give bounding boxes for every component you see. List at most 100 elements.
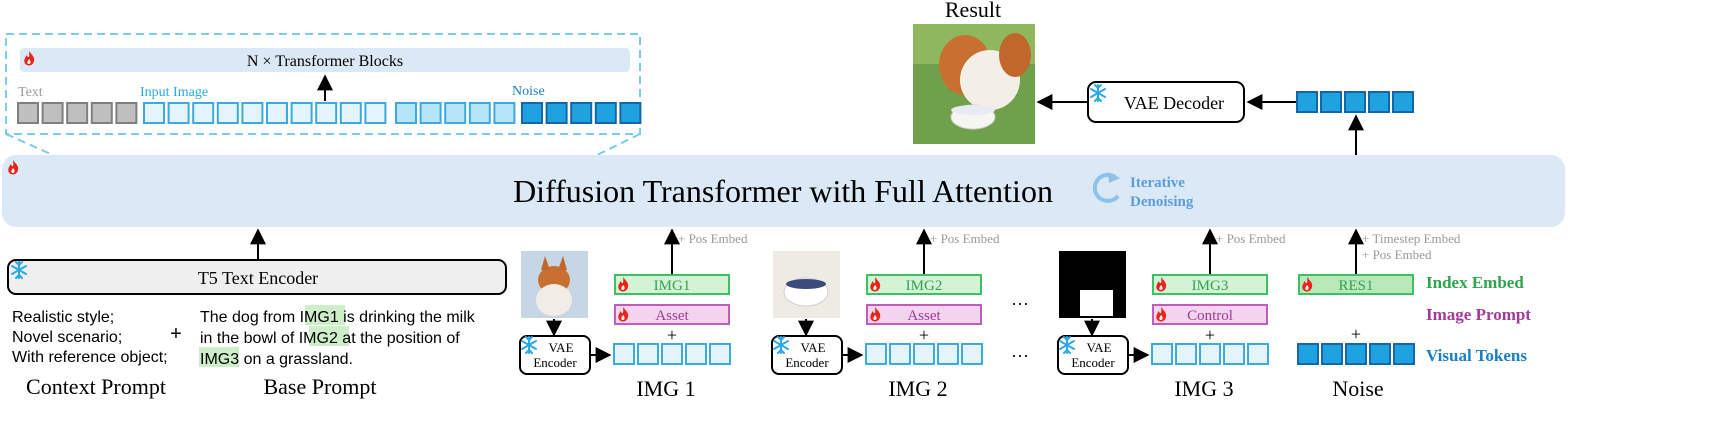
image-prompt-label: Asset (655, 308, 689, 324)
index-embed-label: IMG3 (1192, 278, 1229, 294)
output-token (1320, 91, 1342, 113)
inset-token (493, 102, 516, 124)
noise-tokens-label: Noise (512, 84, 545, 99)
inset-token (395, 102, 417, 124)
pos-embed-label: + Pos Embed (1216, 231, 1286, 246)
vae-encoder-label-line2: Encoder (785, 355, 829, 370)
visual-token (889, 343, 911, 365)
visual-token (1151, 343, 1173, 365)
vae-decoder-label: VAE Decoder (1124, 93, 1224, 113)
image-prompt-box (614, 304, 730, 325)
noise-index-embed-label: RES1 (1338, 278, 1373, 294)
visual-token (913, 343, 935, 365)
vae-encoder-label-line2: Encoder (533, 355, 577, 370)
image-prompt-box (1152, 304, 1268, 325)
vae-encoder-label-line1: VAE (548, 340, 573, 355)
visual-token (865, 343, 887, 365)
visual-token (685, 343, 707, 365)
img1-thumbnail (521, 251, 588, 318)
iterative-denoising-line1: Iterative (1130, 175, 1185, 191)
inset-token (66, 102, 89, 124)
visual-token (1223, 343, 1245, 365)
index-embed-label: IMG2 (906, 278, 943, 294)
visual-token (937, 343, 959, 365)
inset-token (41, 102, 64, 124)
transformer-blocks-title: N × Transformer Blocks (247, 53, 403, 70)
visual-token (961, 343, 983, 365)
output-token (1392, 91, 1414, 113)
inset-token (468, 102, 491, 124)
plus-sign: + (1205, 325, 1215, 345)
inset-token (364, 102, 387, 124)
iterative-arrow-icon (1092, 172, 1120, 203)
inset-token (521, 102, 543, 124)
t5-text-encoder-label: T5 Text Encoder (198, 268, 318, 288)
inset-token (192, 102, 215, 124)
inset-token (419, 102, 442, 124)
output-token (1296, 91, 1318, 113)
pos-embed-label: + Pos Embed (678, 231, 748, 246)
index-embed-box (1152, 274, 1268, 295)
input-image-tokens-label: Input Image (140, 85, 208, 100)
legend-visual-tokens: Visual Tokens (1426, 346, 1527, 365)
prompt-plus-sign: + (170, 323, 182, 345)
pos-embed-label: + Pos Embed (930, 231, 1000, 246)
vae-encoder-label-line2: Encoder (1071, 355, 1115, 370)
image-group-caption: IMG 1 (636, 376, 695, 401)
t5-text-encoder-box (7, 259, 507, 295)
legend-image-prompt: Image Prompt (1426, 305, 1531, 324)
visual-token (661, 343, 683, 365)
result-title: Result (945, 0, 1001, 22)
noise-token (1369, 343, 1391, 365)
inset-token (290, 102, 313, 124)
vae-encoder-label-line1: VAE (1086, 340, 1111, 355)
inset-token (167, 102, 190, 124)
context-prompt-line-3: With reference object; (12, 349, 168, 366)
result-image (913, 24, 1035, 144)
inset-token (594, 102, 617, 124)
text-tokens-label: Text (18, 85, 43, 100)
image-prompt-box (866, 304, 982, 325)
inset-token (315, 102, 338, 124)
noise-token (1393, 343, 1415, 365)
inset-token (216, 102, 239, 124)
vae-encoder-label-line1: VAE (800, 340, 825, 355)
plus-sign: + (667, 325, 677, 345)
highlight-img1 (305, 305, 345, 325)
visual-token (1247, 343, 1269, 365)
inset-token (444, 102, 467, 124)
inset-connector-left (5, 133, 56, 157)
image-prompt-label: Asset (907, 308, 941, 324)
visual-token (1199, 343, 1221, 365)
base-prompt-line-1: The dog from IMG1 is drinking the milk (200, 309, 476, 326)
plus-sign: + (919, 325, 929, 345)
vae-encoder-box (519, 335, 591, 375)
inset-token (266, 102, 288, 124)
inset-dashed-frame (5, 33, 641, 135)
vae-encoder-box (771, 335, 843, 375)
noise-token (1345, 343, 1367, 365)
base-prompt-caption: Base Prompt (263, 374, 376, 399)
ellipsis-lower: ··· (1011, 346, 1029, 366)
image-group-caption: IMG 2 (888, 376, 947, 401)
inset-token (339, 102, 362, 124)
pos-embed-label: + Pos Embed (1362, 247, 1432, 262)
diffusion-transformer-title: Diffusion Transformer with Full Attentio… (513, 173, 1053, 209)
img3-mask-thumbnail (1059, 251, 1126, 318)
inset-token (545, 102, 568, 124)
noise-token (1321, 343, 1343, 365)
context-prompt-caption: Context Prompt (26, 374, 166, 399)
vae-decoder-box (1087, 81, 1245, 123)
inset-token (570, 102, 593, 124)
inset-token-row (17, 102, 642, 124)
image-group-caption: IMG 3 (1174, 376, 1233, 401)
plus-sign: + (1351, 324, 1361, 344)
highlight-img2 (309, 326, 349, 346)
visual-token (709, 343, 731, 365)
visual-token (613, 343, 635, 365)
visual-token (1175, 343, 1197, 365)
inset-token (241, 102, 264, 124)
base-prompt-line-3: IMG3 on a grassland. (200, 351, 353, 368)
